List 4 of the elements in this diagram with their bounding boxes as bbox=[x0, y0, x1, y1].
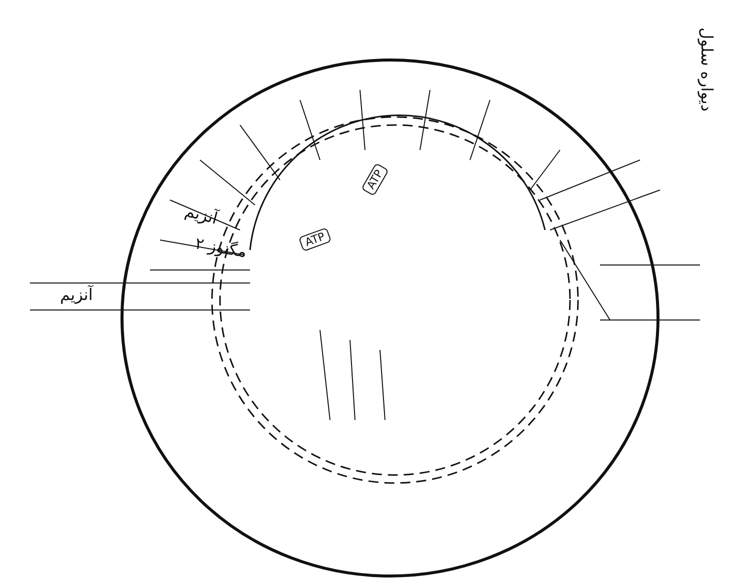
enzyme-label: آنزیم bbox=[183, 201, 220, 228]
enzyme-label: آنزیم bbox=[60, 285, 93, 304]
atp-label: ATP bbox=[298, 227, 332, 252]
wall-label: دیواره سلول bbox=[698, 27, 717, 112]
